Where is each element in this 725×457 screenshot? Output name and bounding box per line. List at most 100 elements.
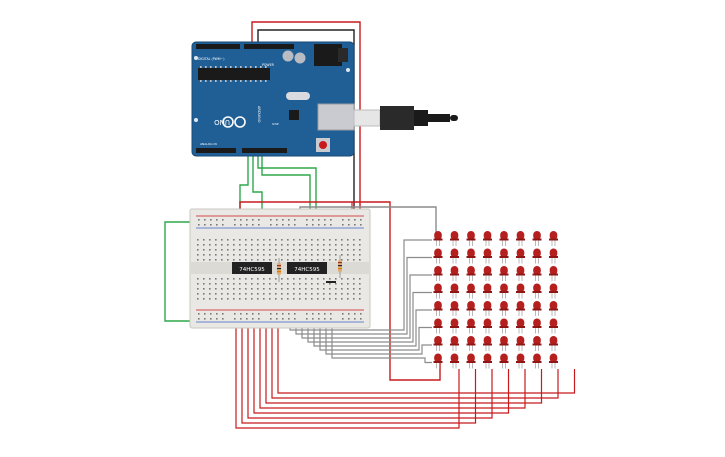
led[interactable] — [483, 266, 492, 281]
wire-red[interactable] — [241, 298, 477, 424]
led[interactable] — [450, 318, 459, 334]
led[interactable] — [433, 231, 443, 246]
wire-gray[interactable] — [319, 298, 432, 351]
led[interactable] — [466, 353, 476, 369]
led[interactable] — [516, 231, 525, 246]
led[interactable] — [499, 318, 509, 334]
analog-header[interactable] — [242, 148, 287, 153]
led[interactable] — [466, 248, 476, 264]
capacitor[interactable] — [326, 281, 336, 283]
led[interactable] — [516, 301, 525, 316]
led[interactable] — [549, 353, 558, 369]
arduino-uno-board[interactable]: UNO ARDUINO DIGITAL (PWM~) POWER ANALOG … — [191, 41, 355, 157]
wire-red[interactable] — [239, 201, 441, 381]
capacitor-icon — [282, 50, 294, 62]
led[interactable] — [532, 301, 542, 316]
led[interactable] — [499, 266, 509, 281]
wire-red[interactable] — [265, 298, 543, 404]
digital-header[interactable] — [244, 44, 294, 49]
led[interactable] — [549, 266, 558, 281]
led[interactable] — [483, 318, 492, 334]
led[interactable] — [549, 231, 558, 246]
digital-header[interactable] — [196, 44, 240, 49]
wire-red[interactable] — [277, 298, 576, 394]
wire-red[interactable] — [253, 298, 510, 414]
wire-gray[interactable] — [325, 298, 432, 355]
led[interactable] — [450, 336, 459, 351]
led[interactable] — [433, 283, 443, 299]
led[interactable] — [450, 283, 459, 299]
led[interactable] — [433, 318, 443, 334]
led[interactable] — [532, 283, 542, 299]
led[interactable] — [499, 353, 509, 369]
led[interactable] — [483, 231, 492, 246]
led[interactable] — [516, 353, 525, 369]
chip-2-label: 74HC595 — [294, 267, 320, 273]
led[interactable] — [433, 353, 443, 369]
led[interactable] — [483, 248, 492, 264]
led[interactable] — [466, 283, 476, 299]
led[interactable] — [549, 318, 558, 334]
chip-pins — [200, 66, 267, 82]
led[interactable] — [466, 266, 476, 281]
led[interactable] — [499, 231, 509, 246]
led[interactable] — [549, 283, 558, 299]
led[interactable] — [549, 301, 558, 316]
usb-chip — [289, 110, 299, 120]
led[interactable] — [450, 248, 459, 264]
led[interactable] — [532, 353, 542, 369]
usb-port[interactable] — [317, 103, 355, 131]
led[interactable] — [483, 301, 492, 316]
led[interactable] — [466, 336, 476, 351]
usb-cable[interactable] — [353, 106, 458, 130]
led[interactable] — [466, 231, 476, 246]
led[interactable] — [483, 353, 492, 369]
led[interactable] — [450, 231, 459, 246]
wire-red[interactable] — [259, 298, 526, 409]
led[interactable] — [483, 283, 492, 299]
led[interactable] — [499, 283, 509, 299]
led[interactable] — [466, 301, 476, 316]
wire-gray[interactable] — [313, 298, 432, 347]
led[interactable] — [516, 266, 525, 281]
wire-red[interactable] — [271, 298, 559, 399]
led[interactable] — [516, 248, 525, 264]
board-model: UNO — [214, 118, 230, 126]
led[interactable] — [499, 336, 509, 351]
analog-label: ANALOG IN — [200, 142, 217, 146]
resistor[interactable] — [277, 258, 281, 282]
led[interactable] — [532, 248, 542, 264]
led[interactable] — [516, 336, 525, 351]
led[interactable] — [433, 301, 443, 316]
led[interactable] — [466, 318, 476, 334]
led[interactable] — [483, 336, 492, 351]
wire-gray[interactable] — [331, 298, 432, 364]
led[interactable] — [532, 336, 542, 351]
led[interactable] — [433, 336, 443, 351]
led[interactable] — [549, 336, 558, 351]
led[interactable] — [499, 248, 509, 264]
led[interactable] — [450, 266, 459, 281]
wire-green[interactable] — [164, 221, 198, 322]
led[interactable] — [499, 301, 509, 316]
power-jack[interactable] — [314, 44, 342, 66]
resistor[interactable] — [338, 255, 342, 278]
power-label: POWER — [262, 63, 275, 67]
led[interactable] — [549, 248, 558, 264]
led[interactable] — [532, 231, 542, 246]
wire-green[interactable] — [257, 150, 317, 238]
led[interactable] — [532, 318, 542, 334]
shift-register-2[interactable]: 74HC595 — [287, 262, 327, 274]
crystal — [286, 92, 310, 100]
led[interactable] — [450, 301, 459, 316]
led[interactable] — [433, 248, 443, 264]
led[interactable] — [516, 318, 525, 334]
led[interactable] — [516, 283, 525, 299]
led[interactable] — [532, 266, 542, 281]
led[interactable] — [450, 353, 459, 369]
shift-register-1[interactable]: 74HC595 — [232, 262, 272, 274]
led[interactable] — [433, 266, 443, 281]
power-header[interactable] — [196, 148, 236, 153]
